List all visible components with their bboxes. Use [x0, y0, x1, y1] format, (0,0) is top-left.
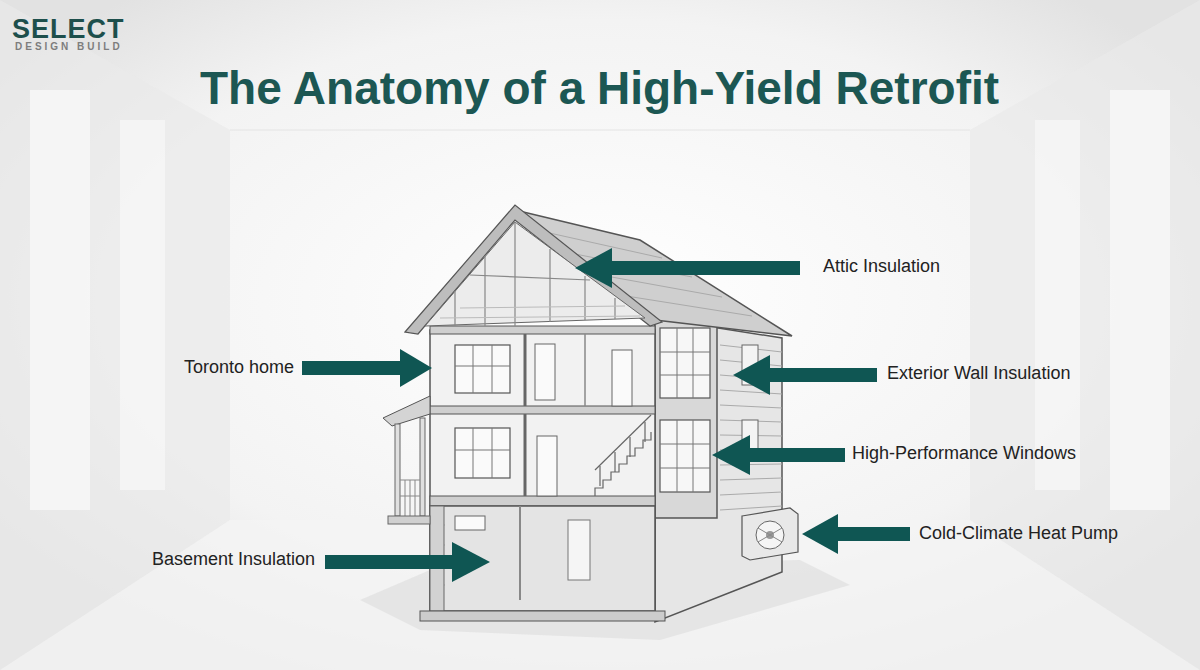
callout-label: Cold-Climate Heat Pump	[919, 523, 1118, 545]
callout-label: Basement Insulation	[152, 549, 315, 571]
diagram-title: The Anatomy of a High-Yield Retrofit	[200, 62, 999, 115]
logo-tagline: DESIGN BUILD	[15, 41, 123, 53]
callout-label: High-Performance Windows	[852, 443, 1076, 465]
leader-arrows	[302, 248, 910, 582]
logo-wordmark: SELECT	[12, 13, 125, 45]
callout-label: Toronto home	[184, 357, 294, 379]
callout-label: Exterior Wall Insulation	[887, 363, 1070, 385]
callout-label: Attic Insulation	[823, 256, 940, 278]
